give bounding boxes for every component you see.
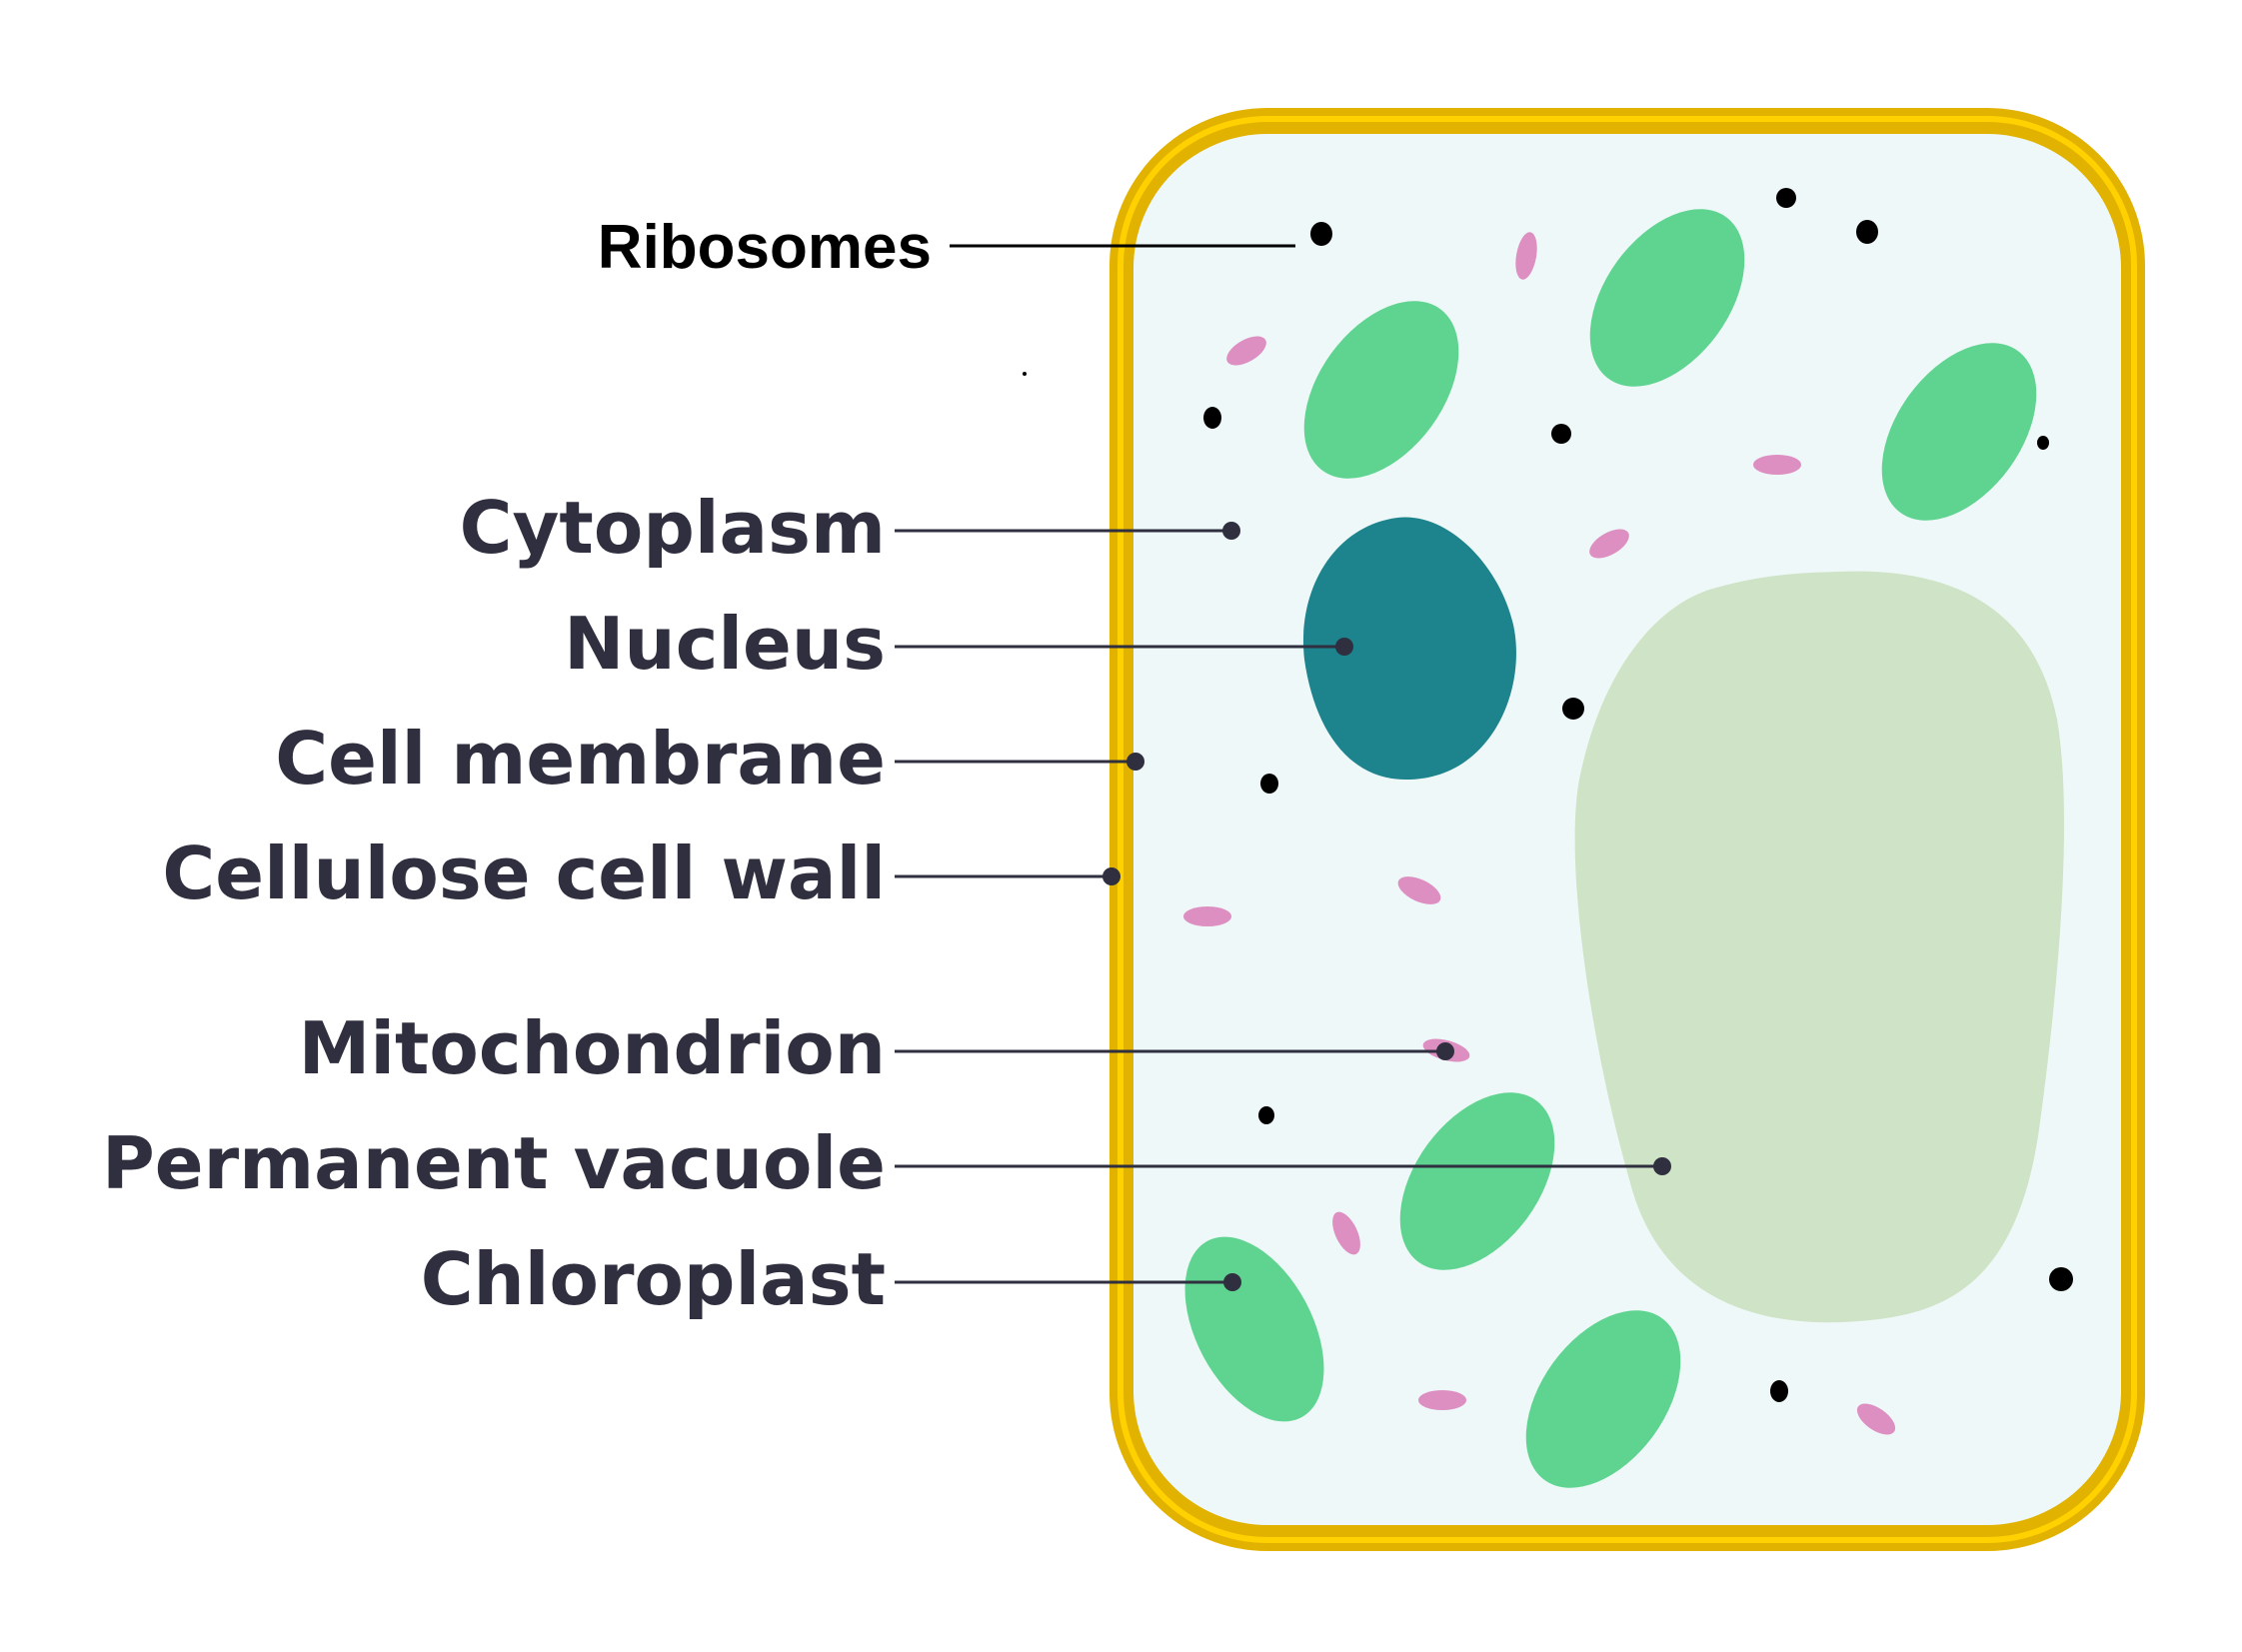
label-permanent-vacuole: Permanent vacuole: [102, 1121, 886, 1205]
label-cellulose-cell-wall: Cellulose cell wall: [162, 831, 886, 915]
mitochondrion-10: [1856, 1403, 1896, 1435]
leader-dot-mitochondrion: [1436, 1042, 1454, 1060]
leader-dot-cell-membrane: [1126, 753, 1144, 771]
leader-dot-chloroplast: [1223, 1273, 1241, 1291]
mitochondrion-2: [1226, 336, 1266, 366]
ribosome: [1856, 220, 1878, 244]
ribosomes: [1023, 188, 2073, 1402]
ribosome: [1023, 372, 1027, 376]
permanent-vacuole: [1574, 571, 2065, 1323]
mitochondrion-6: [1183, 906, 1231, 926]
ribosome: [2037, 436, 2049, 450]
ribosome: [1258, 1106, 1274, 1124]
label-chloroplast: Chloroplast: [421, 1237, 886, 1321]
mitochondrion-1: [1515, 232, 1537, 280]
mitochondrion-4: [1589, 529, 1629, 559]
chloroplasts: [1184, 209, 2037, 1488]
mitochondrion-8: [1332, 1211, 1360, 1255]
mitochondrion-9: [1418, 1390, 1466, 1410]
leader-dot-permanent-vacuole: [1653, 1157, 1671, 1175]
label-nucleus: Nucleus: [564, 602, 886, 686]
ribosome: [1551, 424, 1571, 444]
labels: Ribosomes Cytoplasm Nucleus Cell membran…: [102, 213, 932, 1321]
chloroplast-1: [1303, 301, 1459, 479]
ribosome: [1310, 222, 1332, 246]
mitochondrion-3: [1753, 455, 1801, 475]
ribosome: [1562, 698, 1584, 720]
label-cytoplasm: Cytoplasm: [460, 486, 886, 570]
leader-dot-cellulose-cell-wall: [1103, 867, 1121, 885]
label-mitochondrion: Mitochondrion: [299, 1006, 886, 1090]
ribosome: [2049, 1267, 2073, 1291]
chloroplast-3: [1881, 343, 2037, 521]
chloroplast-4: [1399, 1092, 1555, 1270]
mitochondria: [1183, 232, 1896, 1435]
ribosome: [1260, 774, 1278, 794]
ribosome: [1203, 407, 1221, 429]
ribosome: [1770, 1380, 1788, 1402]
leader-lines: [895, 244, 1671, 1291]
chloroplast-6: [1525, 1310, 1681, 1488]
label-ribosomes: Ribosomes: [598, 213, 932, 282]
leader-dot-cytoplasm: [1222, 522, 1240, 540]
nucleus: [1302, 517, 1516, 781]
mitochondrion-5: [1397, 876, 1441, 904]
chloroplast-2: [1589, 209, 1745, 387]
ribosome: [1776, 188, 1796, 208]
label-cell-membrane: Cell membrane: [275, 717, 886, 801]
leader-dot-nucleus: [1335, 638, 1353, 656]
